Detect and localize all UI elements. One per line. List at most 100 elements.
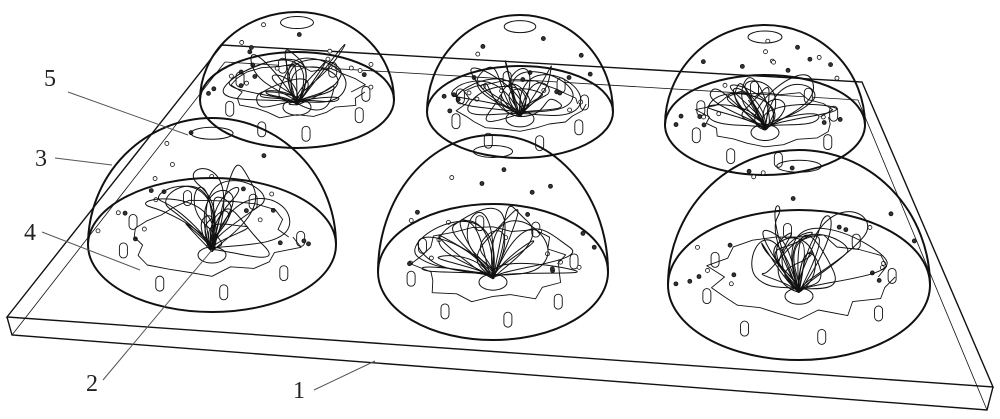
hole: [152, 176, 158, 181]
hole: [722, 82, 728, 88]
leaf-outline: [455, 80, 587, 132]
support-post: [740, 320, 750, 337]
hole: [834, 75, 840, 81]
hole: [731, 272, 737, 278]
hole: [580, 230, 586, 236]
label-2: 2: [86, 371, 98, 397]
leaf-outline: [706, 234, 896, 321]
hole: [466, 90, 472, 96]
leader-line-4: [41, 231, 141, 271]
hole: [357, 68, 363, 73]
leader-line-5: [67, 91, 189, 136]
label-4: 4: [24, 220, 36, 246]
hole: [368, 84, 374, 90]
support-post: [155, 275, 165, 292]
hole: [95, 228, 101, 234]
hole: [257, 217, 263, 223]
hole: [269, 191, 275, 197]
support-post: [219, 284, 229, 301]
hole: [888, 211, 894, 217]
hole: [705, 268, 710, 273]
hole: [361, 72, 367, 78]
dome-shell: [377, 134, 609, 273]
hole: [695, 244, 700, 250]
support-post: [503, 311, 513, 328]
dome-shell: [667, 149, 931, 286]
hole: [368, 62, 374, 67]
hole: [277, 240, 283, 246]
hole: [301, 238, 307, 244]
hole: [248, 45, 254, 50]
hole: [678, 113, 684, 119]
hole: [807, 56, 813, 62]
hole: [790, 196, 796, 201]
hole: [441, 93, 447, 99]
hole: [296, 32, 302, 37]
hole: [480, 44, 486, 49]
top-opening: [503, 20, 537, 34]
leader-line-3: [54, 157, 113, 166]
hole: [148, 188, 154, 194]
hole: [911, 238, 917, 244]
hole: [247, 49, 253, 55]
support-post: [569, 253, 579, 270]
hole: [843, 227, 849, 233]
hole: [240, 186, 246, 192]
hole: [408, 218, 414, 223]
dome-4: [87, 117, 337, 313]
hole: [587, 71, 593, 77]
hole: [141, 226, 147, 232]
plant: [695, 74, 838, 148]
dome-3: [664, 24, 866, 176]
hole: [475, 51, 481, 57]
hole: [252, 74, 258, 79]
hole: [700, 59, 706, 65]
hole: [701, 122, 707, 128]
support-post: [483, 132, 493, 149]
hole: [673, 281, 679, 287]
hole: [673, 122, 679, 127]
hole: [795, 44, 800, 50]
hole: [696, 274, 702, 279]
hole: [549, 266, 555, 272]
plant: [706, 205, 896, 321]
hole: [739, 63, 745, 69]
support-post: [279, 265, 289, 282]
leaf-outline: [695, 92, 834, 148]
top-opening: [747, 30, 783, 44]
top-opening: [472, 144, 514, 158]
hole: [701, 114, 707, 120]
hole: [164, 141, 170, 146]
hole: [760, 170, 766, 176]
hole: [122, 210, 128, 216]
dome-1: [199, 11, 395, 149]
hole: [566, 75, 572, 80]
top-opening: [280, 16, 314, 30]
support-post: [118, 242, 128, 259]
hole: [727, 242, 733, 248]
hole: [115, 210, 121, 216]
support-post: [553, 293, 563, 310]
hole: [261, 22, 266, 28]
hole: [479, 181, 485, 186]
hole: [837, 117, 843, 122]
hole: [548, 183, 553, 189]
hole: [697, 114, 703, 119]
plant: [222, 44, 366, 119]
hole: [816, 55, 822, 60]
leader-line-2: [102, 249, 213, 381]
support-post: [406, 270, 416, 287]
hole: [529, 189, 535, 195]
plant: [451, 60, 587, 132]
hole: [821, 120, 827, 125]
hole: [789, 165, 795, 171]
hole: [751, 174, 757, 180]
support-post: [301, 125, 311, 142]
support-post: [702, 288, 712, 305]
label-5: 5: [44, 66, 56, 92]
plant: [133, 164, 302, 277]
hole: [576, 264, 582, 270]
support-post: [451, 113, 461, 130]
support-post: [710, 251, 720, 268]
hole: [415, 209, 420, 215]
